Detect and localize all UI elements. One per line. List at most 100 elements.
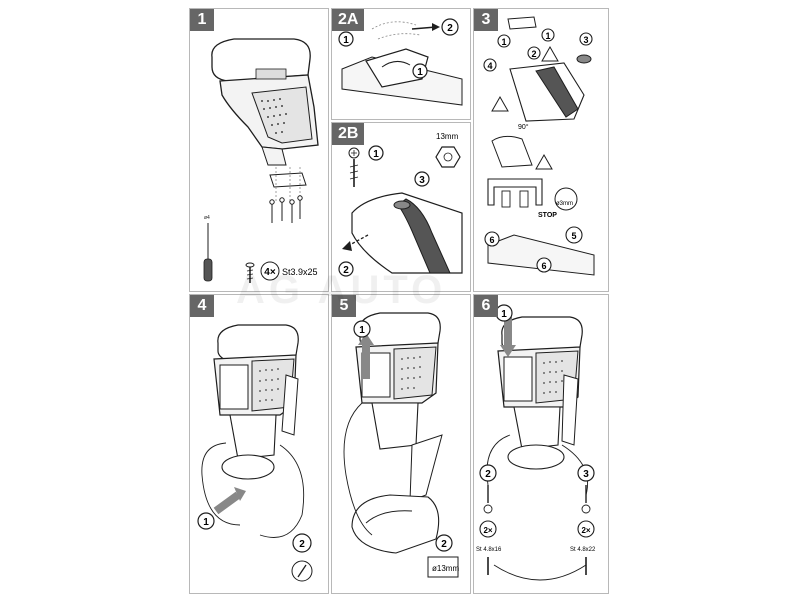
bolt-hole bbox=[393, 200, 411, 210]
press-arrow bbox=[213, 491, 241, 515]
arrow-head bbox=[234, 487, 246, 501]
front-panel bbox=[219, 364, 249, 410]
motion-guides bbox=[371, 21, 421, 40]
callout-1 bbox=[353, 320, 371, 338]
step-1-badge: 1 bbox=[190, 9, 214, 31]
callout-4 bbox=[483, 58, 497, 72]
callout-2-text: 2 bbox=[299, 539, 305, 550]
step-2a-badge: 2A bbox=[332, 9, 365, 31]
callout-6b-text: 6 bbox=[541, 261, 546, 271]
perforation-dots bbox=[259, 368, 279, 402]
grommet bbox=[576, 54, 592, 64]
step-5-badge: 5 bbox=[332, 295, 356, 317]
left-screw-count: 2× bbox=[483, 526, 492, 535]
step-4-illustration: 1 2 bbox=[197, 324, 313, 582]
console-trim bbox=[397, 198, 451, 274]
panel-step-3: 1 1 2 3 4 90° STOP ø3mm bbox=[473, 8, 609, 292]
screw-icon bbox=[348, 147, 360, 187]
callout-5-text: 5 bbox=[571, 231, 576, 241]
callout-1 bbox=[338, 31, 354, 47]
gap-label: ø13mm bbox=[432, 564, 459, 573]
callout-2 bbox=[527, 46, 541, 60]
callout-1-text: 1 bbox=[373, 149, 379, 160]
step-1-illustration: ø4 4× St3.9x25 bbox=[203, 38, 319, 283]
callout-4-text: 4 bbox=[487, 61, 492, 71]
nut-hole bbox=[443, 152, 453, 162]
screw-count-circle bbox=[260, 261, 280, 281]
screw-count-circle bbox=[577, 520, 595, 538]
step-6-badge: 6 bbox=[474, 295, 498, 317]
screw-count-circle bbox=[479, 520, 497, 538]
bracket-tab bbox=[501, 190, 511, 208]
panel-step-2a: 1 2 1 2A bbox=[331, 8, 471, 120]
callout-1b bbox=[541, 28, 555, 42]
panel-step-2b: 1 13mm 3 2 2B bbox=[331, 122, 471, 292]
callout-6 bbox=[484, 231, 500, 247]
lid-latch bbox=[255, 68, 287, 80]
clip-part bbox=[507, 16, 537, 30]
perforation-dots bbox=[543, 360, 563, 394]
washer-icon bbox=[483, 504, 493, 514]
side-panel bbox=[393, 346, 437, 400]
console-side bbox=[409, 434, 443, 502]
armrest-lid bbox=[217, 324, 299, 362]
base-plate bbox=[507, 444, 565, 470]
armrest-base bbox=[261, 146, 287, 166]
callout-1-text: 1 bbox=[203, 517, 209, 528]
callout-2-text: 2 bbox=[485, 469, 491, 480]
right-screw-count: 2× bbox=[581, 526, 590, 535]
callout-1 bbox=[197, 512, 215, 530]
perforation-dots bbox=[401, 356, 421, 390]
callout-2 bbox=[338, 261, 354, 277]
cable-lines bbox=[201, 442, 305, 538]
left-screw-size: St 4.8x16 bbox=[476, 547, 502, 553]
screws bbox=[269, 195, 303, 223]
callout-1-text: 1 bbox=[501, 309, 507, 320]
warning-icon bbox=[535, 153, 553, 170]
callout-1 bbox=[497, 34, 511, 48]
callout-2 bbox=[479, 464, 497, 482]
callout-1b-text: 1 bbox=[417, 67, 423, 78]
clip bbox=[381, 61, 411, 68]
watermark: AG AUTO bbox=[236, 268, 447, 312]
callout-1-text: 1 bbox=[359, 325, 365, 336]
callout-5 bbox=[565, 226, 583, 244]
callout-2-text: 2 bbox=[343, 265, 349, 276]
panel-step-4: 1 2 4 bbox=[189, 294, 329, 594]
callout-2-text: 2 bbox=[441, 539, 447, 550]
callout-3-text: 3 bbox=[419, 175, 425, 186]
console-trim bbox=[535, 66, 579, 118]
callout-1 bbox=[368, 145, 384, 161]
step-3-illustration: 1 1 2 3 4 90° STOP ø3mm bbox=[483, 16, 595, 276]
screwdriver-icon bbox=[203, 223, 213, 282]
arrow-head bbox=[432, 23, 440, 31]
screw-count: 4× bbox=[264, 267, 276, 278]
callout-2 bbox=[292, 533, 312, 553]
cable-lines bbox=[343, 402, 373, 536]
drill-label: ø4 bbox=[204, 215, 210, 221]
washer-icon bbox=[581, 504, 591, 514]
mounting-plate bbox=[269, 172, 307, 188]
screw-detail-line bbox=[297, 564, 307, 578]
console-tray bbox=[487, 234, 595, 276]
base-detail bbox=[365, 510, 413, 524]
callout-3-text: 3 bbox=[583, 35, 588, 45]
step-2b-illustration: 1 13mm 3 2 bbox=[338, 132, 463, 277]
callout-3 bbox=[577, 464, 595, 482]
right-screw-size: St 4.8x22 bbox=[570, 547, 596, 553]
instruction-sheet: ø4 4× St3.9x25 1 bbox=[189, 8, 609, 594]
bracket bbox=[487, 178, 543, 206]
detail-circle bbox=[554, 187, 578, 211]
arrow-head bbox=[358, 333, 374, 345]
callout-2 bbox=[435, 534, 453, 552]
callout-3-text: 3 bbox=[583, 469, 589, 480]
callout-6-text: 6 bbox=[489, 235, 494, 245]
step-2a-illustration: 1 2 1 bbox=[338, 18, 463, 106]
callout-1b bbox=[412, 63, 428, 79]
bracket-tab bbox=[519, 190, 529, 208]
panel-step-6: 1 2 2× St 4.8x16 3 2× St bbox=[473, 294, 609, 594]
callout-3 bbox=[414, 171, 430, 187]
screw-size: St3.9x25 bbox=[282, 267, 318, 277]
front-panel bbox=[503, 356, 533, 402]
callout-1b-text: 1 bbox=[545, 31, 550, 41]
